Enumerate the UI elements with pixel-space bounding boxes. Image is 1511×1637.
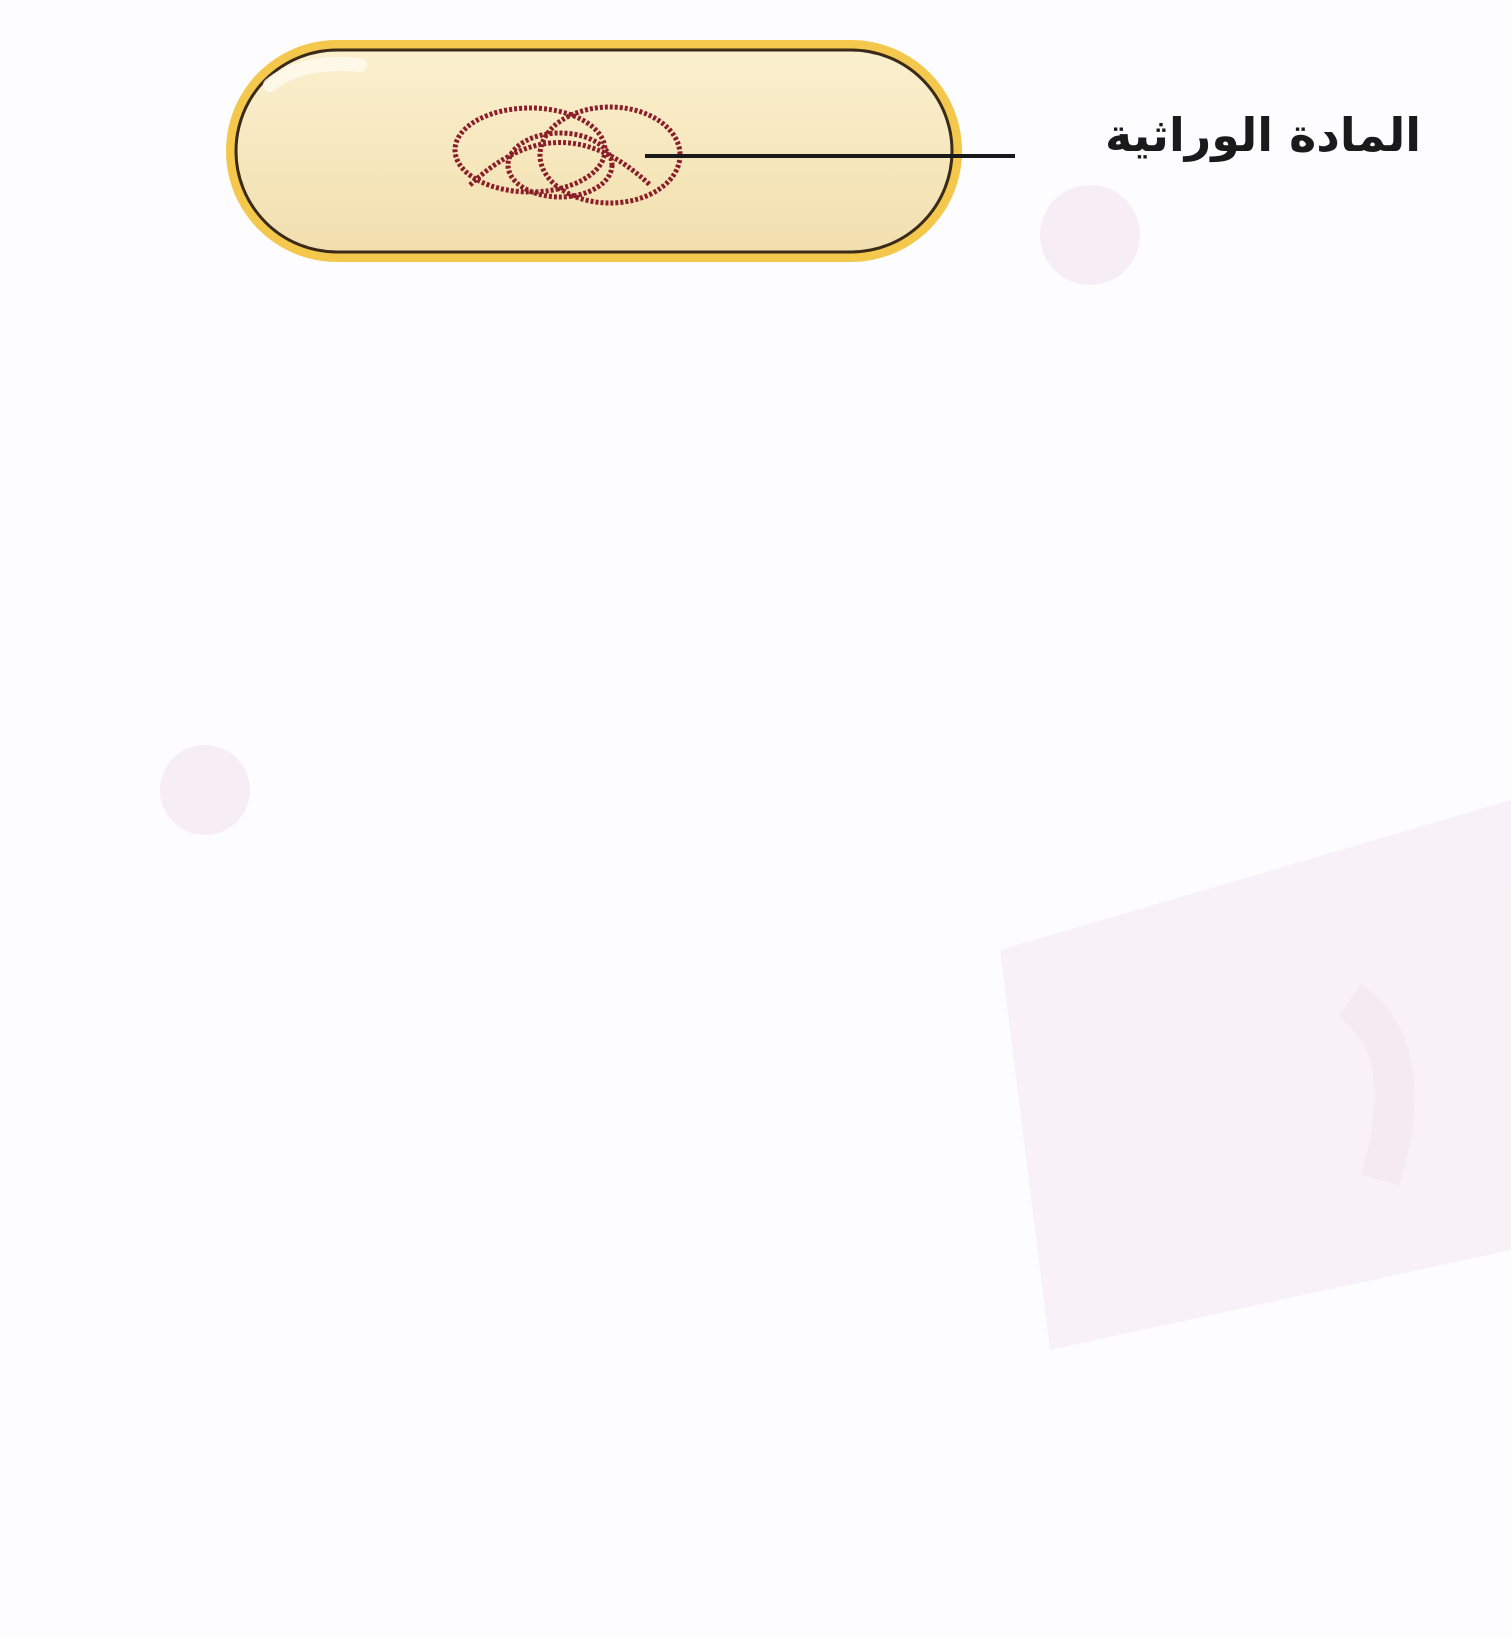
genetic-material-label: المادة الوراثية [1105,108,1421,162]
watermark [160,185,1511,1350]
cell-stage-1 [226,40,962,262]
